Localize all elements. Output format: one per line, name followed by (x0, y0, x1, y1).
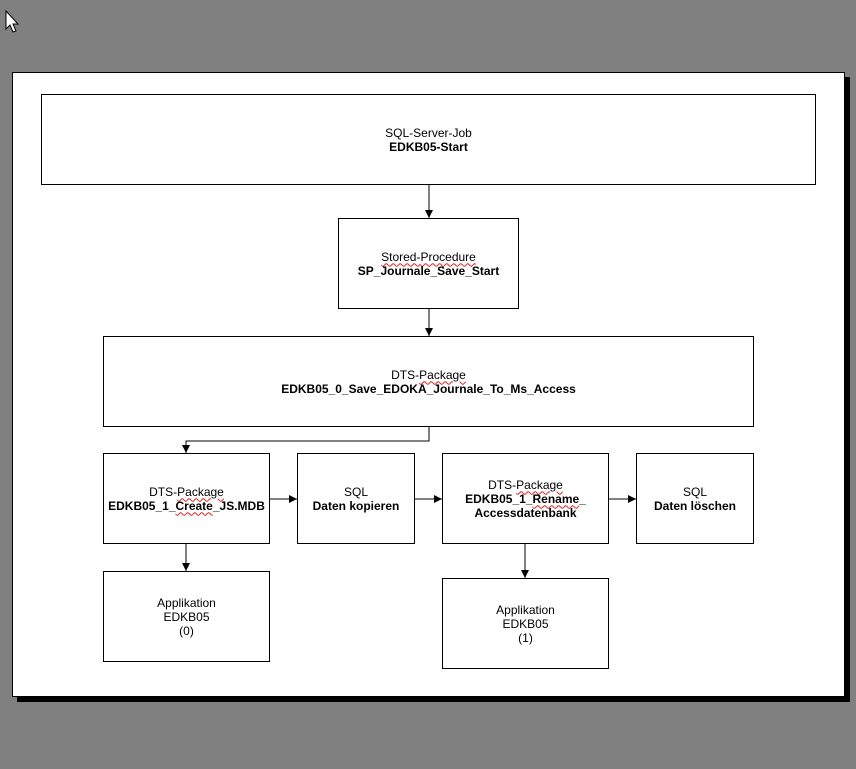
node-stored-procedure: Stored-Procedure SP_Journale_Save_Start (338, 218, 519, 309)
node-dts-package-main: DTS-Package EDKB05_0_Save_EDOKA_Journale… (103, 336, 754, 427)
node-number-label: (1) (518, 630, 533, 645)
node-sql-server-job: SQL-Server-Job EDKB05-Start (41, 94, 816, 185)
node-sql-copy: SQL Daten kopieren (297, 453, 415, 544)
node-name-label: EDKB05_1_Create_JS.MDB (108, 498, 265, 513)
node-name-label-line2: Accessdatenbank (474, 505, 577, 520)
node-type-label: DTS-Package (488, 477, 563, 492)
node-type-label: DTS-Package (391, 367, 466, 382)
node-type-label: Applikation (157, 595, 216, 610)
node-application-1: Applikation EDKB05 (1) (442, 578, 609, 669)
node-type-label: Stored-Procedure (381, 249, 476, 264)
node-dts-package-rename: DTS-Package EDKB05_1_Rename_ Accessdaten… (442, 453, 609, 544)
node-type-label: SQL (343, 484, 368, 499)
node-type-label: Applikation (496, 602, 555, 617)
node-sql-delete: SQL Daten löschen (636, 453, 754, 544)
node-dts-package-create: DTS-Package EDKB05_1_Create_JS.MDB (103, 453, 270, 544)
node-number-label: (0) (179, 623, 194, 638)
node-type-label: SQL-Server-Job (385, 125, 472, 140)
node-type-label: DTS-Package (149, 484, 224, 499)
diagram-page: SQL-Server-Job EDKB05-Start Stored-Proce… (12, 72, 845, 697)
node-name-label: Daten kopieren (312, 498, 400, 513)
node-name-label: EDKB05 (163, 609, 210, 624)
mouse-pointer-icon (5, 10, 20, 33)
node-type-label: SQL (682, 484, 707, 499)
node-name-label: EDKB05 (502, 616, 549, 631)
node-name-label: Daten löschen (653, 498, 737, 513)
node-name-label: SP_Journale_Save_Start (357, 263, 500, 278)
node-name-label: EDKB05_0_Save_EDOKA_Journale_To_Ms_Acces… (281, 381, 576, 396)
node-name-label: EDKB05_1_Rename_ (465, 491, 586, 506)
node-application-0: Applikation EDKB05 (0) (103, 571, 270, 662)
arrow-dts0-to-dts1 (182, 427, 430, 453)
node-name-label: EDKB05-Start (389, 139, 468, 154)
